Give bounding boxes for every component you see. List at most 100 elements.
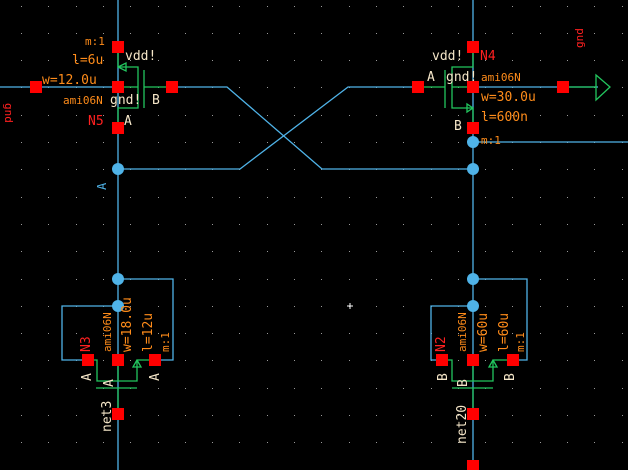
grid-dot xyxy=(294,306,295,307)
grid-dot xyxy=(567,115,568,116)
grid-dot xyxy=(21,60,22,61)
pin-terminal[interactable] xyxy=(112,354,124,366)
grid-dot xyxy=(622,388,623,389)
grid-dot xyxy=(403,360,404,361)
grid-dot xyxy=(294,142,295,143)
pin-terminal[interactable] xyxy=(467,41,479,53)
grid-dot xyxy=(103,197,104,198)
grid-dot xyxy=(48,415,49,416)
grid-dot xyxy=(376,415,377,416)
grid-dot xyxy=(21,6,22,7)
grid-dot xyxy=(622,33,623,34)
pin-terminal[interactable] xyxy=(467,408,479,420)
pin-terminal[interactable] xyxy=(507,354,519,366)
arrow-icon xyxy=(466,102,474,114)
grid-dot xyxy=(321,224,322,225)
wire-cross-b[interactable] xyxy=(172,86,473,170)
grid-dot xyxy=(403,279,404,280)
grid-dot xyxy=(567,251,568,252)
grid-dot xyxy=(321,33,322,34)
grid-dot xyxy=(458,115,459,116)
n3-name-label: N3 xyxy=(79,336,94,352)
grid-dot xyxy=(485,251,486,252)
grid-dot xyxy=(512,306,513,307)
grid-dot xyxy=(567,169,568,170)
grid-dot xyxy=(103,415,104,416)
pin-terminal[interactable] xyxy=(112,41,124,53)
grid-dot xyxy=(458,415,459,416)
grid-dot xyxy=(294,333,295,334)
pin-terminal[interactable] xyxy=(149,354,161,366)
grid-dot xyxy=(485,197,486,198)
grid-dot xyxy=(512,415,513,416)
grid-dot xyxy=(239,60,240,61)
grid-dot xyxy=(185,224,186,225)
grid-dot xyxy=(485,224,486,225)
pin-terminal[interactable] xyxy=(30,81,42,93)
n2-m-label: m:1 xyxy=(514,332,527,352)
pin-terminal[interactable] xyxy=(467,81,479,93)
grid-dot xyxy=(130,115,131,116)
transistor-n2[interactable] xyxy=(442,359,513,414)
wire-n2-loop-right[interactable] xyxy=(473,278,528,361)
grid-dot xyxy=(76,251,77,252)
grid-dot xyxy=(403,60,404,61)
grid-dot xyxy=(267,142,268,143)
grid-dot xyxy=(431,251,432,252)
grid-dot xyxy=(376,360,377,361)
grid-dot xyxy=(567,360,568,361)
grid-dot xyxy=(48,60,49,61)
grid-dot xyxy=(239,33,240,34)
grid-dot xyxy=(76,388,77,389)
grid-dot xyxy=(349,197,350,198)
wire-n3-loop-left[interactable] xyxy=(61,305,118,361)
pin-terminal[interactable] xyxy=(467,354,479,366)
pin-terminal[interactable] xyxy=(412,81,424,93)
grid-dot xyxy=(622,251,623,252)
transistor-n3[interactable] xyxy=(88,359,155,414)
grid-dot xyxy=(594,197,595,198)
grid-dot xyxy=(622,306,623,307)
pin-terminal[interactable] xyxy=(112,81,124,93)
grid-dot xyxy=(21,197,22,198)
grid-dot xyxy=(185,33,186,34)
pin-terminal[interactable] xyxy=(467,122,479,134)
grid-dot xyxy=(130,251,131,252)
grid-dot xyxy=(376,442,377,443)
n2-model-label: ami06N xyxy=(456,312,469,352)
grid-dot xyxy=(403,33,404,34)
pin-terminal[interactable] xyxy=(112,408,124,420)
pin-terminal[interactable] xyxy=(166,81,178,93)
pin-terminal[interactable] xyxy=(436,354,448,366)
grid-dot xyxy=(76,142,77,143)
grid-dot xyxy=(540,251,541,252)
wire-n3-loop-right[interactable] xyxy=(118,278,174,361)
grid-dot xyxy=(48,169,49,170)
grid-dot xyxy=(212,224,213,225)
gnd-symbol-right[interactable] xyxy=(563,73,611,102)
pin-terminal[interactable] xyxy=(467,460,479,470)
grid-dot xyxy=(431,60,432,61)
grid-dot xyxy=(239,197,240,198)
grid-dot xyxy=(76,6,77,7)
grid-dot xyxy=(567,224,568,225)
wire-cross-a[interactable] xyxy=(118,86,418,170)
grid-dot xyxy=(158,197,159,198)
grid-dot xyxy=(21,306,22,307)
pin-terminal[interactable] xyxy=(82,354,94,366)
pin-terminal[interactable] xyxy=(112,122,124,134)
grid-dot xyxy=(158,6,159,7)
grid-dot xyxy=(130,197,131,198)
grid-dot xyxy=(540,197,541,198)
grid-dot xyxy=(567,33,568,34)
pin-terminal[interactable] xyxy=(557,81,569,93)
grid-dot xyxy=(321,388,322,389)
grid-dot xyxy=(403,115,404,116)
grid-dot xyxy=(403,251,404,252)
junction-dot xyxy=(467,136,479,148)
grid-dot xyxy=(349,251,350,252)
grid-dot xyxy=(594,333,595,334)
grid-dot xyxy=(48,360,49,361)
grid-dot xyxy=(403,442,404,443)
